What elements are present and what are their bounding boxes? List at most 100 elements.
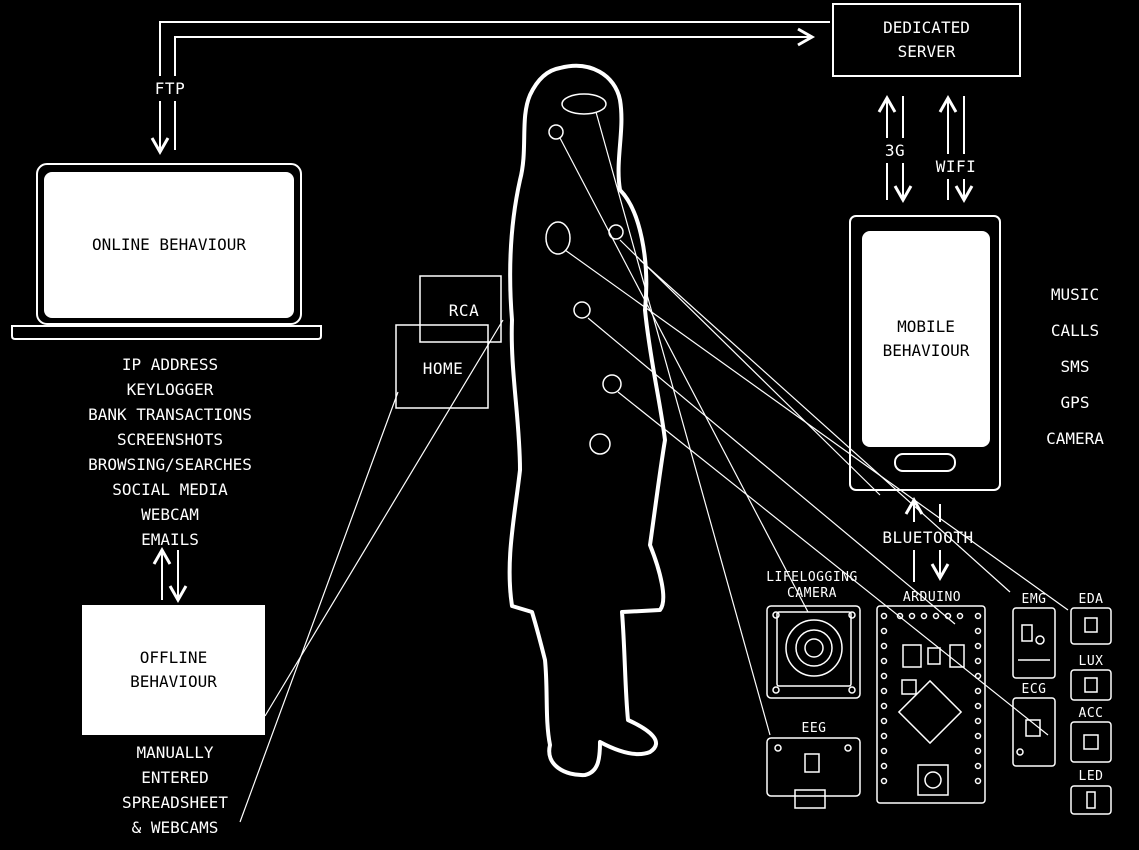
lifelogging-label: LIFELOGGING CAMERA: [756, 570, 868, 602]
lifelogging-line2: CAMERA: [787, 586, 837, 601]
offline-item: SPREADSHEET: [122, 793, 228, 812]
arduino-pin: [932, 612, 940, 620]
arduino-pin: [974, 687, 982, 695]
phone-line2: BEHAVIOUR: [882, 341, 970, 360]
lifelogging-line1: LIFELOGGING: [766, 570, 858, 585]
arduino-pin: [974, 762, 982, 770]
arduino-pin: [974, 657, 982, 665]
online-item: BROWSING/SEARCHES: [88, 455, 252, 474]
arduino-pin: [974, 672, 982, 680]
arduino-pin: [974, 747, 982, 755]
mobile-item: GPS: [1060, 393, 1090, 412]
arduino-pin: [974, 612, 982, 620]
sensor-lines: [559, 111, 1069, 736]
online-item: IP ADDRESS: [121, 355, 219, 374]
arduino-pin: [944, 612, 952, 620]
bluetooth-arrows: [904, 496, 950, 582]
arduino-pin: [974, 627, 982, 635]
arduino-pin: [974, 732, 982, 740]
online-item: SOCIAL MEDIA: [112, 480, 228, 499]
eda-board: [1070, 607, 1112, 645]
arduino-pin: [880, 612, 888, 620]
server-line1: DEDICATED: [883, 18, 970, 37]
ecg-label: ECG: [1021, 682, 1047, 697]
location-lines: [239, 319, 504, 823]
arduino-pin: [880, 762, 888, 770]
laptop-icon: [11, 163, 322, 340]
sensor-points: [545, 93, 624, 455]
arduino-pin: [880, 687, 888, 695]
arduino-pin: [880, 672, 888, 680]
arduino-pin: [880, 777, 888, 785]
online-item: SCREENSHOTS: [117, 430, 223, 449]
offline-line1: OFFLINE: [139, 648, 208, 667]
online-item: BANK TRANSACTIONS: [88, 405, 252, 424]
arduino-pin: [880, 732, 888, 740]
phone-line1: MOBILE: [897, 317, 955, 336]
offline-item: ENTERED: [141, 768, 209, 787]
arduino-pin: [974, 702, 982, 710]
home-box: [395, 324, 489, 409]
server-label: DEDICATED SERVER: [833, 4, 1020, 76]
offline-box: OFFLINE BEHAVIOUR: [82, 605, 265, 735]
online-offline-arrows: [152, 546, 188, 604]
person-silhouette: [507, 63, 667, 778]
lifelogging-camera-board: [766, 605, 861, 699]
arduino-pin: [974, 717, 982, 725]
ecg-board: [1012, 697, 1056, 767]
arduino-pin: [880, 717, 888, 725]
arduino-pin: [880, 747, 888, 755]
mobile-item: MUSIC: [1050, 285, 1100, 304]
lux-label: LUX: [1078, 654, 1104, 669]
link-3g-label: 3G: [880, 138, 910, 163]
offline-item: & WEBCAMS: [131, 818, 219, 837]
arduino-pin: [880, 627, 888, 635]
home-label: HOME: [422, 359, 464, 378]
acc-board: [1070, 721, 1112, 763]
offline-item: MANUALLY: [136, 743, 214, 762]
online-item: EMAILS: [141, 530, 199, 549]
arduino-pin: [908, 612, 916, 620]
mobile-item: SMS: [1060, 357, 1090, 376]
arduino-pin: [920, 612, 928, 620]
eda-label: EDA: [1078, 592, 1104, 607]
ftp-label: FTP: [148, 76, 192, 101]
arduino-pin: [974, 777, 982, 785]
phone-icon: [849, 215, 1001, 491]
arduino-label: ARDUINO: [902, 590, 962, 605]
led-board: [1070, 785, 1112, 815]
arduino-pin: [880, 702, 888, 710]
online-item: WEBCAM: [141, 505, 199, 524]
lux-board: [1070, 669, 1112, 701]
eeg-label: EEG: [801, 721, 827, 736]
online-item: KEYLOGGER: [126, 380, 214, 399]
emg-board: [1012, 607, 1056, 679]
rca-label: RCA: [448, 301, 480, 320]
rca-box: [419, 275, 502, 343]
offline-line2: BEHAVIOUR: [130, 672, 217, 691]
online-items-list: IP ADDRESS KEYLOGGER BANK TRANSACTIONS S…: [40, 352, 300, 552]
bluetooth-label: BLUETOOTH: [882, 528, 974, 547]
online-behaviour-label: ONLINE BEHAVIOUR: [91, 235, 247, 254]
arduino-board: [876, 605, 986, 804]
ftp-link: [150, 21, 830, 156]
acc-label: ACC: [1078, 706, 1104, 721]
link-wifi-label: WIFI: [934, 154, 978, 179]
arduino-pin: [880, 642, 888, 650]
mobile-item: CAMERA: [1046, 429, 1104, 448]
mobile-item: CALLS: [1050, 321, 1100, 340]
phone-screen: MOBILE BEHAVIOUR: [862, 231, 990, 447]
eeg-board: [766, 737, 861, 809]
server-line2: SERVER: [897, 42, 956, 61]
mobile-items-list: MUSIC CALLS SMS GPS CAMERA: [1030, 277, 1120, 457]
arduino-pin: [880, 657, 888, 665]
arduino-pin: [896, 612, 904, 620]
led-label: LED: [1078, 769, 1104, 784]
server-box: [832, 3, 1021, 77]
arduino-pin: [956, 612, 964, 620]
laptop-screen: ONLINE BEHAVIOUR: [44, 172, 294, 318]
arduino-pin: [974, 642, 982, 650]
offline-items-list: MANUALLY ENTERED SPREADSHEET & WEBCAMS: [90, 740, 260, 840]
emg-label: EMG: [1021, 592, 1047, 607]
